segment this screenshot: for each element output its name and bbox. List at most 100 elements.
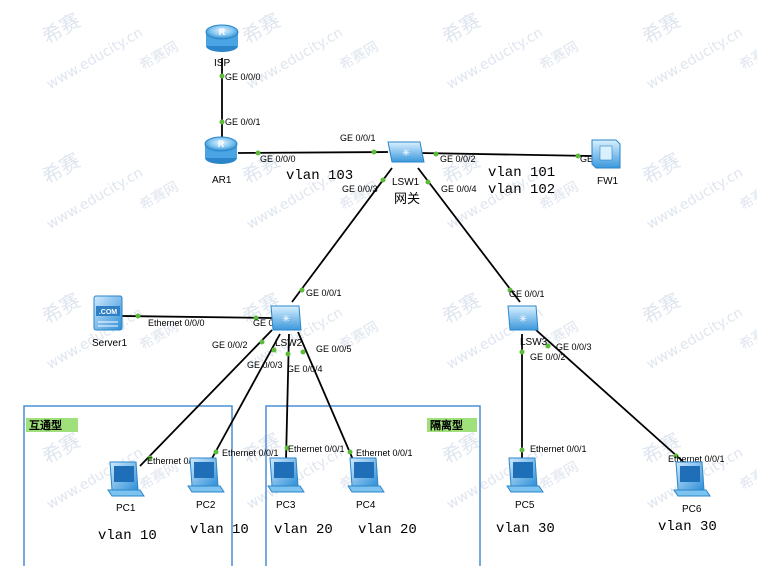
port-lsw1-ge004: GE 0/0/4 — [441, 184, 477, 194]
port-pc2-eth: Ethernet 0/0/1 — [222, 448, 279, 458]
link-ar1-lsw1[interactable] — [237, 151, 389, 154]
watermark-brand: 希赛 — [638, 288, 685, 329]
lsw3-label: LSW3 — [520, 337, 548, 348]
pc6[interactable] — [673, 461, 711, 497]
fw1-firewall[interactable] — [591, 139, 621, 169]
lsw3-switch[interactable]: ✳ — [507, 305, 539, 331]
watermark-brand: 希赛 — [438, 288, 485, 329]
link-lsw1-fw1[interactable] — [419, 152, 593, 157]
port-ar1-ge001: GE 0/0/1 — [225, 117, 261, 127]
port-lsw3-ge003: GE 0/0/3 — [556, 342, 592, 352]
vlan-pc4: vlan 20 — [358, 522, 417, 538]
server1-label: Server1 — [92, 338, 127, 349]
port-pc3-eth: Ethernet 0/0/1 — [288, 444, 345, 454]
link-lsw2-pc1[interactable] — [139, 329, 273, 467]
port-lsw2-ge005: GE 0/0/5 — [316, 344, 352, 354]
vlan-fw-link-1: vlan 101 — [488, 165, 555, 181]
port-lsw2-ge004: GE 0/0/4 — [287, 364, 323, 374]
pc5[interactable] — [506, 457, 544, 493]
svg-text:✳: ✳ — [519, 314, 527, 325]
zone-left-label-bg — [26, 418, 78, 432]
watermark-net: 希赛网 — [737, 319, 757, 354]
watermark-net: 希赛网 — [137, 179, 181, 214]
watermark-net: 希赛网 — [337, 39, 381, 74]
watermark-brand: 希赛 — [438, 8, 485, 49]
pc4-label: PC4 — [356, 500, 376, 511]
link-lsw1-lsw3[interactable] — [417, 167, 521, 303]
lsw2-switch[interactable]: ✳ — [270, 305, 302, 331]
watermark-brand: 希赛 — [238, 8, 285, 49]
watermark-net: 希赛网 — [737, 459, 757, 494]
port-lsw2-ge002: GE 0/0/2 — [212, 340, 248, 350]
vlan-fw-link-2: vlan 102 — [488, 182, 555, 198]
zone-left-label: 互通型 — [29, 418, 62, 432]
port-lsw3-ge001: GE 0/0/1 — [509, 289, 545, 299]
vlan-pc3: vlan 20 — [274, 522, 333, 538]
pc2[interactable] — [187, 457, 225, 493]
pc3[interactable] — [267, 457, 305, 493]
lsw1-label: LSW1 — [392, 177, 420, 188]
port-isp-ge000: GE 0/0/0 — [225, 72, 261, 82]
svg-text:R: R — [219, 27, 226, 37]
port-lsw1-ge002: GE 0/0/2 — [440, 154, 476, 164]
watermark-brand: 希赛 — [38, 428, 85, 469]
port-lsw2-ge001: GE 0/0/1 — [306, 288, 342, 298]
watermark-net: 希赛网 — [537, 459, 581, 494]
fw1-label: FW1 — [597, 176, 619, 187]
ar1-router[interactable]: R — [204, 136, 238, 164]
watermark-net: 希赛网 — [137, 39, 181, 74]
vlan-pc5: vlan 30 — [496, 521, 555, 537]
gateway-label: 网关 — [394, 192, 420, 207]
port-lsw3-ge002: GE 0/0/2 — [530, 352, 566, 362]
port-lsw2-ge003: GE 0/0/3 — [247, 360, 283, 370]
port-lsw2-ge006: GE 0/0/6 — [253, 318, 289, 328]
vlan-ar1-link: vlan 103 — [286, 168, 353, 184]
watermark-brand: 希赛 — [438, 428, 485, 469]
watermark-brand: 希赛 — [638, 8, 685, 49]
watermark-net: 希赛网 — [537, 39, 581, 74]
port-lsw1-ge003: GE 0/0/3 — [342, 184, 378, 194]
isp-router[interactable]: R — [205, 24, 239, 52]
pc2-label: PC2 — [196, 500, 216, 511]
pc5-label: PC5 — [515, 500, 535, 511]
pc1[interactable] — [107, 461, 145, 497]
links — [121, 58, 689, 467]
watermark-net: 希赛网 — [737, 179, 757, 214]
link-lsw3-pc6[interactable] — [535, 329, 689, 467]
port-pc1-eth: Ethernet 0/0/1 — [147, 456, 204, 466]
link-lsw2-pc2[interactable] — [209, 333, 281, 463]
pc4[interactable] — [347, 457, 385, 493]
pc1-label: PC1 — [116, 503, 136, 514]
server1[interactable]: .COM — [93, 295, 123, 331]
link-lsw2-pc4[interactable] — [297, 331, 355, 463]
port-pc5-eth: Ethernet 0/0/1 — [530, 444, 587, 454]
zone-right-label-bg — [427, 418, 477, 432]
watermark-net: 希赛网 — [737, 39, 757, 74]
port-pc4-eth: Ethernet 0/0/1 — [356, 448, 413, 458]
lsw1-switch[interactable]: ✳ — [387, 141, 425, 163]
lsw2-label: LSW2 — [275, 338, 303, 349]
port-dots — [135, 73, 679, 461]
vlan-pc6: vlan 30 — [658, 519, 717, 535]
pc6-label: PC6 — [682, 504, 702, 515]
port-ar1-ge000: GE 0/0/0 — [260, 154, 296, 164]
link-lsw1-lsw2[interactable] — [291, 167, 393, 303]
zone-right-box — [265, 405, 481, 566]
server-com-badge: .COM — [99, 309, 117, 316]
svg-text:R: R — [218, 139, 225, 149]
port-lsw1-ge001: GE 0/0/1 — [340, 133, 376, 143]
svg-text:✳: ✳ — [282, 314, 290, 325]
watermark-brand: 希赛 — [38, 8, 85, 49]
link-server-lsw2[interactable] — [121, 315, 273, 319]
watermark-brand: 希赛 — [38, 288, 85, 329]
port-server-eth000: Ethernet 0/0/0 — [148, 318, 205, 328]
